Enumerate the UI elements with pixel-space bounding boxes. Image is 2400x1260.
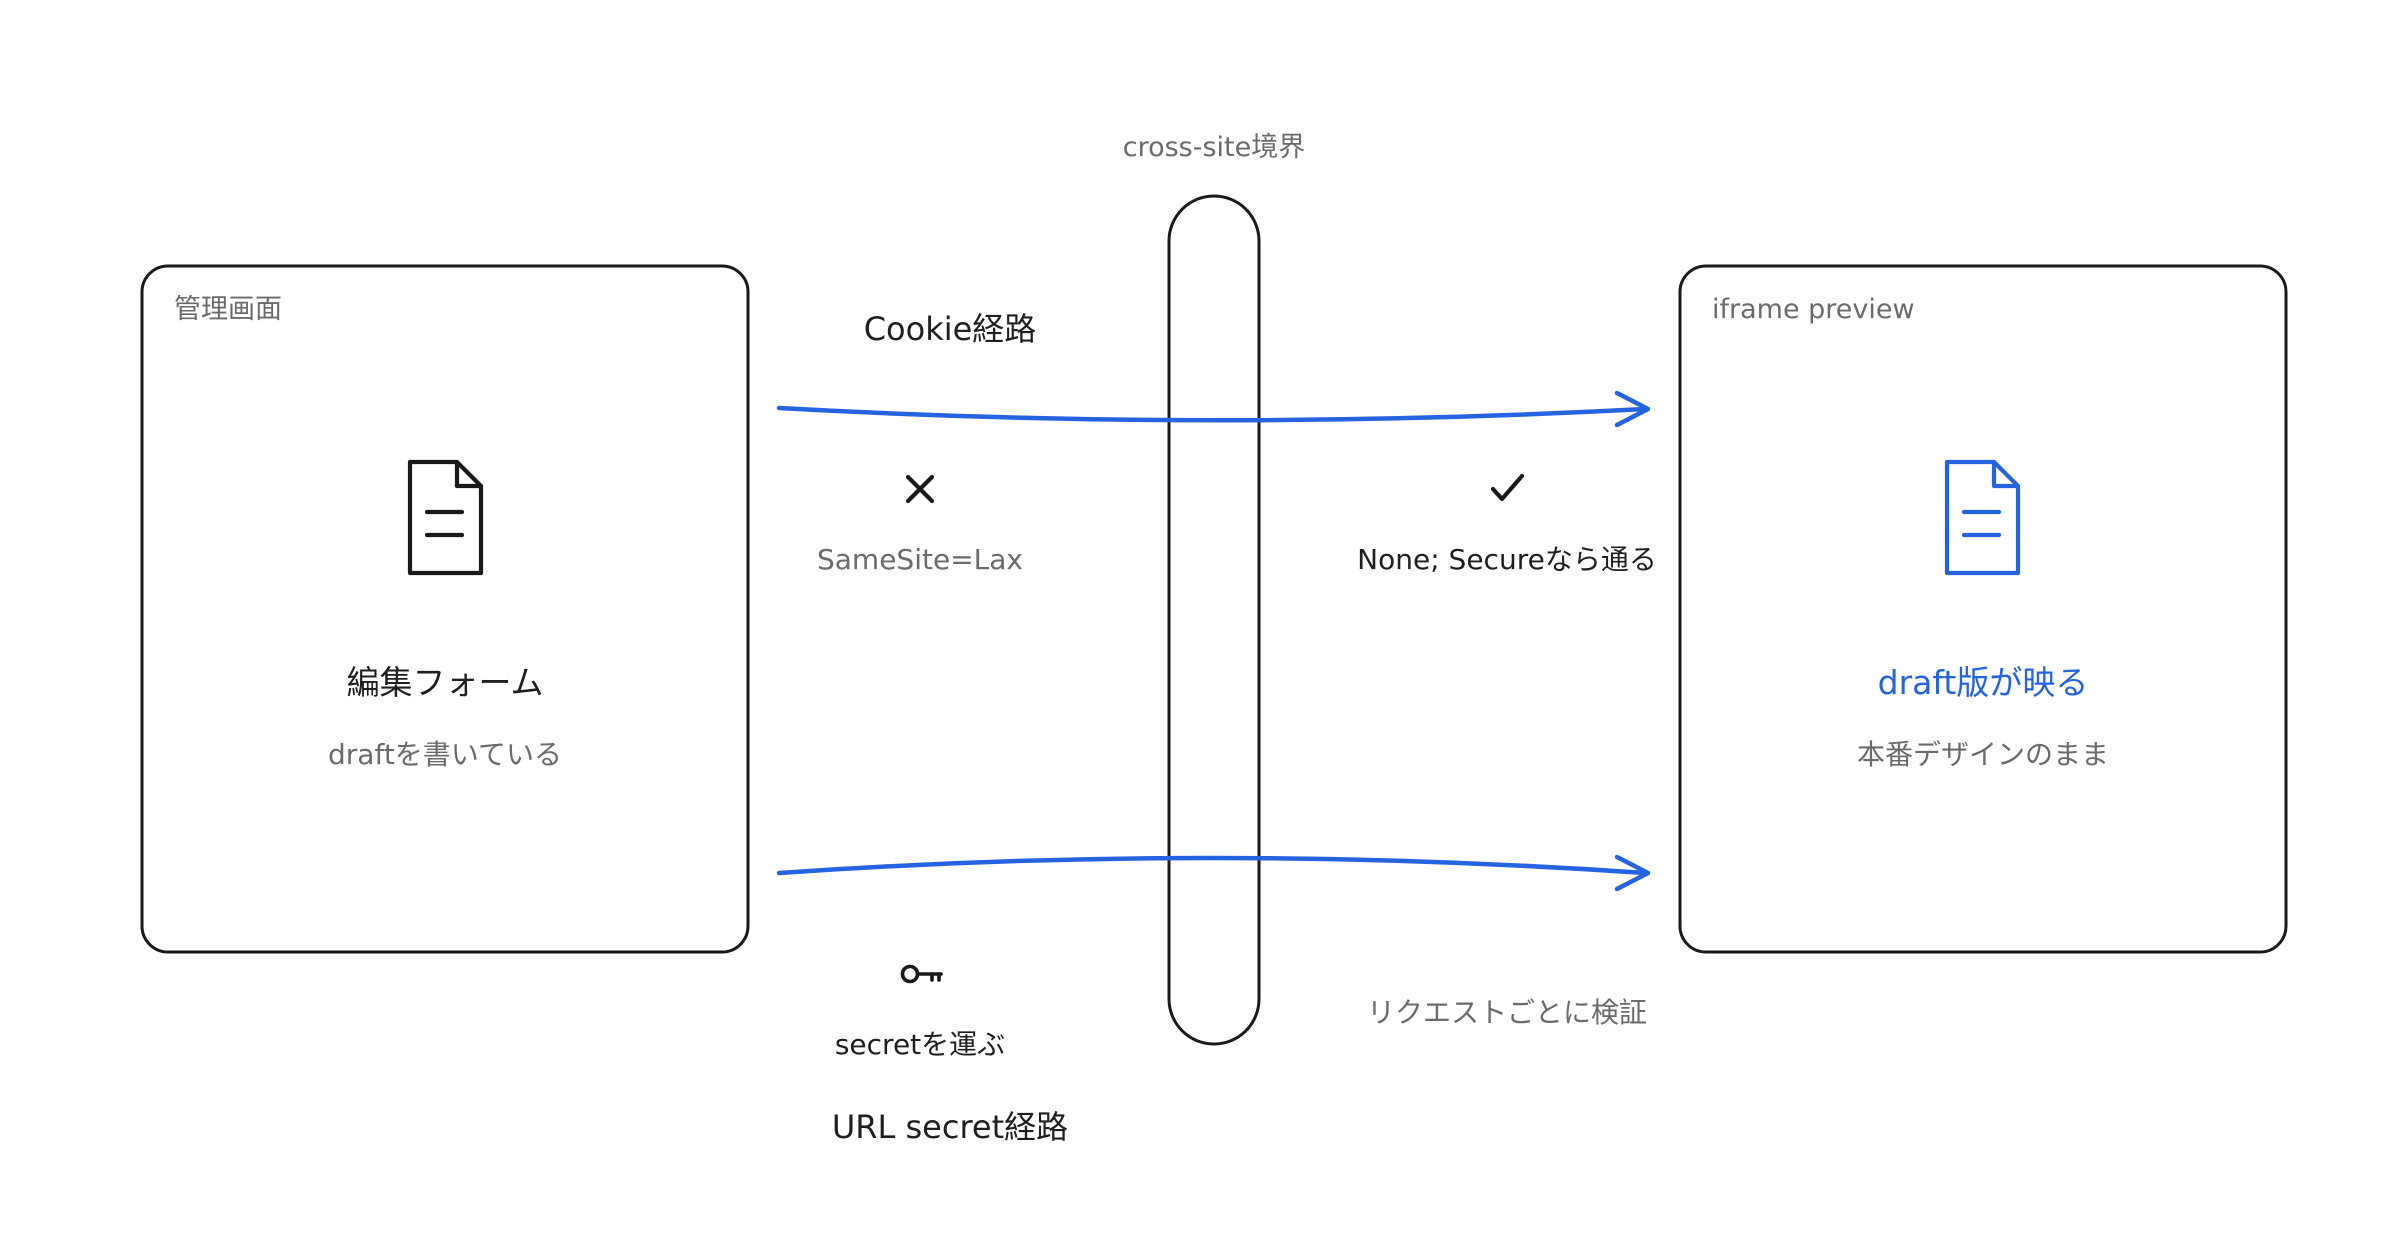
document-icon — [407, 459, 484, 576]
iframe-preview-panel — [1678, 264, 2288, 954]
admin-panel — [140, 264, 750, 954]
none-secure-text: None; Secureなら通る — [1357, 543, 1657, 576]
production-design-subtitle: 本番デザインのまま — [1857, 738, 2109, 771]
samesite-lax-text: SameSite=Lax — [817, 543, 1023, 576]
cookie-route-label: Cookie経路 — [864, 310, 1037, 348]
iframe-preview-label: iframe preview — [1712, 294, 1915, 325]
url-route-label: URL secret経路 — [832, 1108, 1068, 1146]
draft-shown-title: draft版が映る — [1878, 663, 2089, 702]
cross-site-boundary — [1167, 194, 1261, 1046]
check-icon — [1490, 473, 1525, 502]
boundary-label: cross-site境界 — [1123, 132, 1306, 163]
carry-secret-text: secretを運ぶ — [835, 1028, 1005, 1061]
document-icon — [1944, 459, 2021, 576]
key-icon — [900, 964, 943, 984]
edit-form-title: 編集フォーム — [346, 663, 543, 702]
verify-per-request-text: リクエストごとに検証 — [1367, 996, 1647, 1029]
url-route-arrowhead — [1614, 854, 1651, 892]
edit-form-subtitle: draftを書いている — [328, 738, 562, 771]
admin-panel-label: 管理画面 — [174, 294, 282, 325]
cookie-route-arrowhead — [1614, 390, 1651, 428]
cross-icon — [905, 474, 935, 504]
cookie-route-arrow — [776, 405, 1648, 423]
url-route-arrow — [776, 855, 1648, 876]
